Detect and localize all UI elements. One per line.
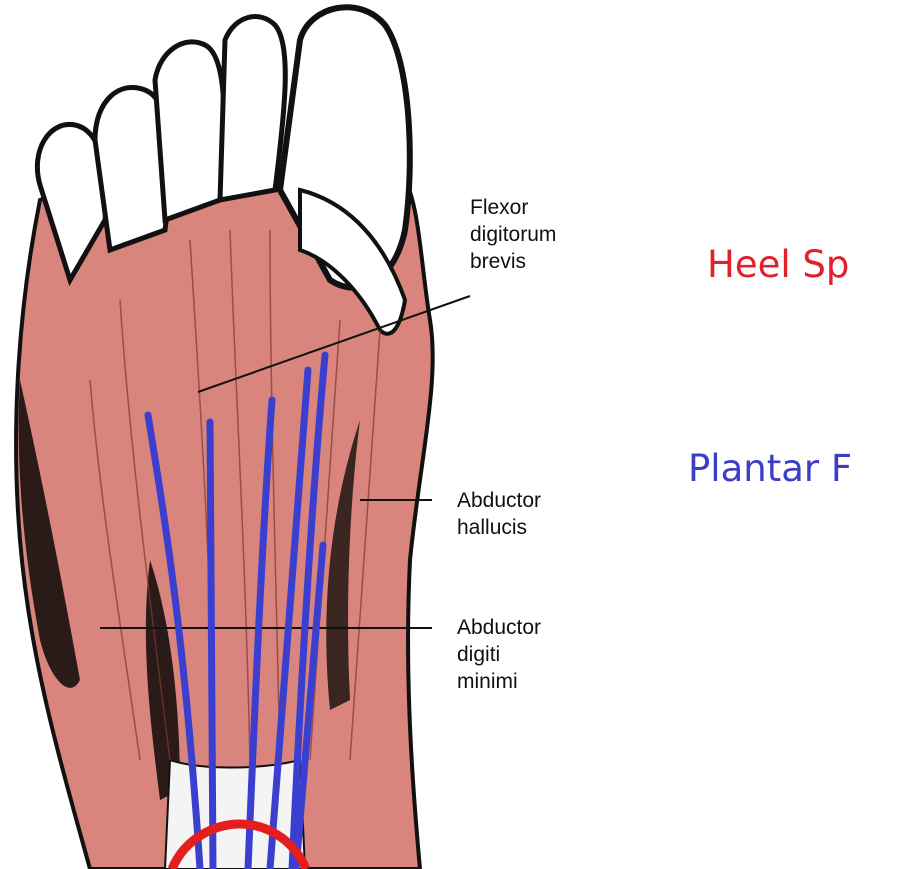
label-line: digitorum	[470, 221, 556, 248]
label-line: hallucis	[457, 514, 541, 541]
toe-second	[220, 17, 285, 200]
label-abductor-hallucis: Abductor hallucis	[457, 487, 541, 541]
title-heel-spur: Heel Sp	[707, 243, 849, 287]
label-line: Abductor	[457, 487, 541, 514]
toe-third	[155, 42, 224, 220]
label-flexor-digitorum-brevis: Flexor digitorum brevis	[470, 194, 556, 275]
label-line: brevis	[470, 248, 556, 275]
label-line: Flexor	[470, 194, 556, 221]
label-line: Abductor	[457, 614, 541, 641]
fascia-line-2	[210, 422, 213, 869]
label-line: minimi	[457, 668, 541, 695]
title-plantar-fasciitis: Plantar F	[688, 447, 852, 491]
label-line: digiti	[457, 641, 541, 668]
label-abductor-digiti-minimi: Abductor digiti minimi	[457, 614, 541, 695]
